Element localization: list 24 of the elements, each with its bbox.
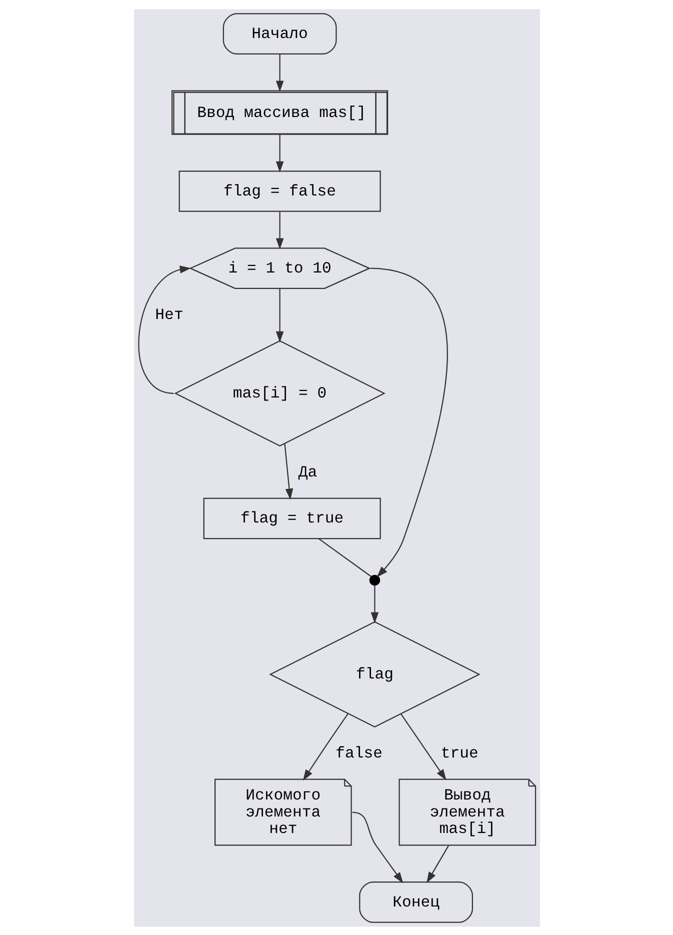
connector: [318, 538, 371, 576]
arrow: [275, 211, 284, 249]
node-box: Начало: [222, 12, 336, 54]
node-circle: [368, 574, 380, 586]
arrow: [352, 811, 403, 883]
arrow: [400, 713, 446, 780]
node-diamond: flag: [268, 620, 480, 727]
node-diamond: mas[i] = 0: [174, 340, 385, 446]
node-box: Конец: [358, 881, 472, 922]
arrow: [275, 54, 284, 92]
arrow: [370, 267, 448, 577]
node-box: flag = false: [178, 170, 380, 212]
edge-label: true: [440, 744, 478, 762]
node-box: flag = true: [202, 497, 380, 539]
edge-label: Нет: [154, 305, 183, 324]
arrow: [275, 134, 284, 172]
arrow: [370, 584, 378, 623]
arrow: [426, 844, 449, 883]
arrow: [138, 265, 191, 394]
arrow: [284, 443, 293, 500]
edge-label: false: [335, 744, 382, 762]
arrow: [302, 713, 348, 780]
edge-label: Да: [298, 462, 317, 481]
arrow: [275, 288, 284, 342]
